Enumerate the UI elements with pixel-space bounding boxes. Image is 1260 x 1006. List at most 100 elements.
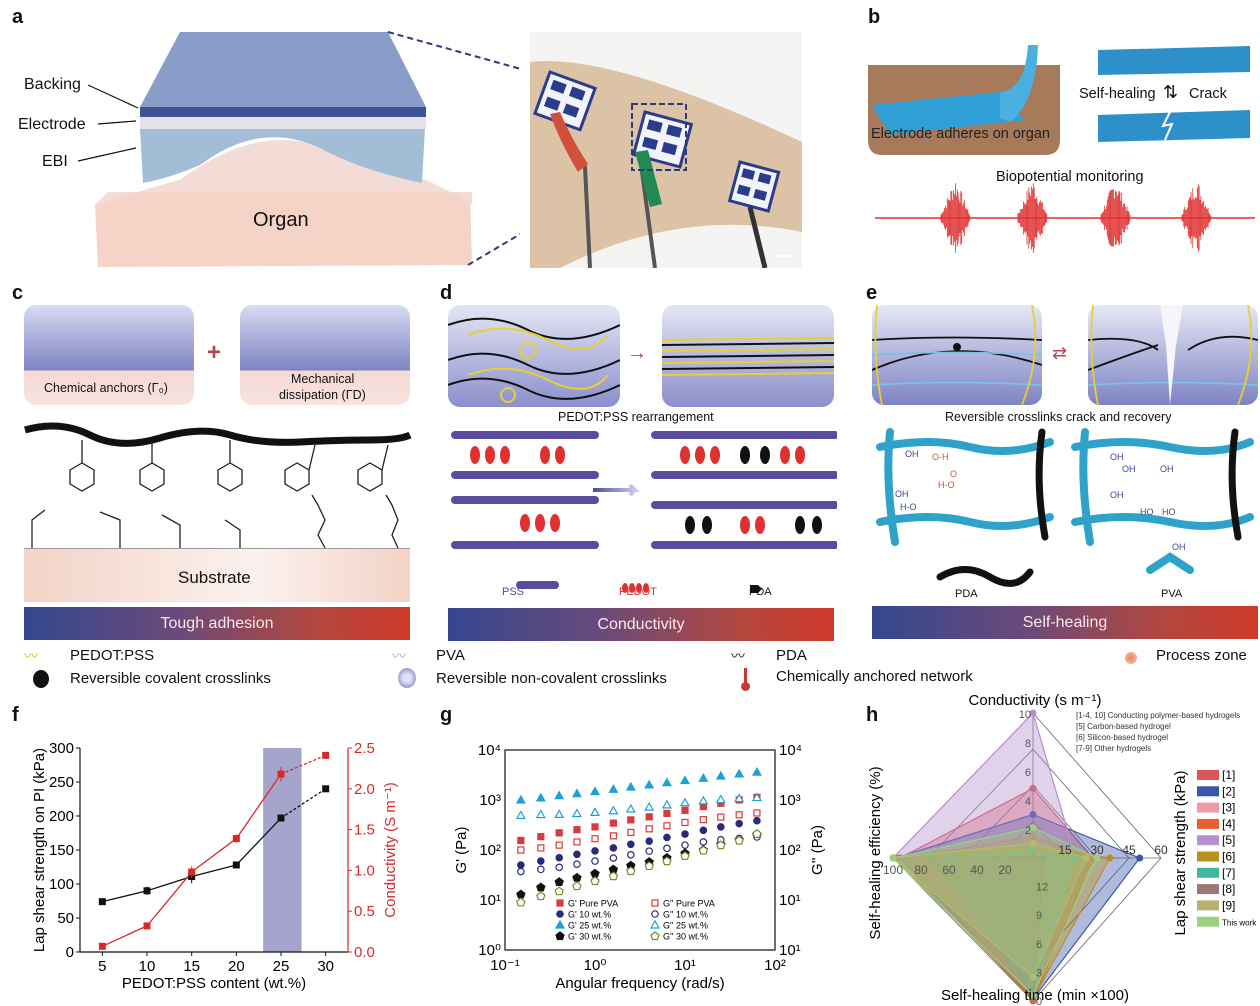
- legend-swatch: [1197, 802, 1219, 813]
- data-point: [277, 814, 285, 822]
- emg-spike: [1102, 212, 1104, 224]
- legend-label: G' Pure PVA: [568, 899, 618, 909]
- emg-spike: [1045, 213, 1047, 223]
- emg-spike: [1034, 198, 1036, 238]
- data-point: [645, 847, 653, 855]
- emg-spike: [964, 199, 965, 237]
- x-tick-label: 25: [273, 958, 290, 975]
- emg-spike: [1188, 198, 1190, 238]
- data-point: [663, 844, 671, 853]
- emg-spike: [1187, 200, 1189, 236]
- data-point: [515, 810, 526, 820]
- emg-spike: [1194, 199, 1195, 237]
- y-tick-label: 100: [49, 876, 74, 893]
- radar-point: [1029, 832, 1037, 840]
- pedot-after-chains: [662, 337, 834, 376]
- emg-spike: [1205, 205, 1206, 231]
- zoom-box: [631, 103, 687, 171]
- data-point: [591, 823, 599, 831]
- data-point: [734, 793, 745, 803]
- data-point: [734, 768, 745, 778]
- emg-spike: [1024, 202, 1026, 234]
- data-point: [232, 861, 240, 869]
- data-point: [609, 819, 617, 827]
- rearrange-arrow-icon: →: [627, 342, 647, 364]
- catechol-chemistry: [24, 422, 412, 549]
- electrode-strip: [872, 92, 1025, 135]
- data-point: [591, 847, 599, 855]
- legend-marker: [555, 931, 565, 941]
- y-tick-label: 10⁴: [478, 742, 501, 759]
- legend-swatch: [1197, 884, 1219, 895]
- series-line: [280, 788, 327, 819]
- series-line: [146, 875, 192, 892]
- data-point: [644, 861, 654, 871]
- svg-text:HO: HO: [1162, 507, 1176, 517]
- emg-spike: [1118, 190, 1120, 246]
- x-tick-label: 30: [317, 958, 334, 975]
- emg-spike: [1192, 188, 1194, 248]
- tough-adhesion-bar: Tough adhesion: [24, 607, 410, 640]
- emg-spike: [1103, 210, 1105, 226]
- legend-chemically-anchored: Chemically anchored network: [776, 668, 973, 685]
- svg-text:O: O: [950, 469, 957, 479]
- y-tick-label: 50: [57, 910, 74, 927]
- emg-spike: [1101, 213, 1103, 223]
- data-point: [537, 833, 545, 841]
- data-point: [753, 816, 761, 825]
- mechanical-label-1: Mechanical: [291, 372, 355, 386]
- data-point: [644, 801, 655, 811]
- y2-tick-label: 10¹: [779, 942, 801, 959]
- radar-point: [1029, 847, 1037, 855]
- pedot-before-chains: [448, 317, 620, 403]
- x-axis-label: Angular frequency (rad/s): [555, 975, 724, 992]
- legend-label: [2]: [1222, 784, 1235, 798]
- backing-arrow: [87, 84, 139, 109]
- data-point: [554, 809, 565, 819]
- emg-spike: [1017, 213, 1019, 223]
- radar-point: [1029, 811, 1037, 818]
- emg-spike: [955, 183, 956, 253]
- crosslinks-caption: Reversible crosslinks crack and recovery: [945, 410, 1172, 424]
- crosslinks-after-network: [1088, 305, 1258, 405]
- legend-process-zone: Process zone: [1156, 647, 1247, 664]
- emg-spike: [1120, 200, 1122, 236]
- data-point: [645, 837, 653, 845]
- highlight-band: [263, 748, 302, 952]
- mechanical-dissipation-box: [240, 305, 410, 405]
- data-point: [572, 872, 582, 882]
- data-point: [681, 830, 689, 838]
- emg-spike: [1043, 209, 1045, 227]
- emg-spike: [948, 200, 950, 236]
- emg-spike: [1196, 197, 1197, 239]
- panel-b-illustration: [868, 45, 1255, 253]
- emg-spike: [1197, 183, 1199, 253]
- emg-spike: [1046, 213, 1048, 223]
- data-point: [143, 922, 151, 930]
- data-point: [681, 806, 689, 814]
- y2-tick-label: 0.5: [354, 903, 375, 920]
- emg-spike: [1205, 208, 1207, 228]
- emg-spike: [1204, 207, 1205, 229]
- data-point: [517, 836, 525, 845]
- series-line: [235, 817, 282, 866]
- radar-tick-label: 0: [1036, 996, 1042, 1006]
- data-point: [661, 799, 672, 809]
- panel-b-label: b: [868, 6, 881, 28]
- y-axis-label: Lap shear strength on PI (kPa): [31, 748, 48, 952]
- data-point: [625, 803, 636, 813]
- y-tick-label: 300: [49, 740, 74, 757]
- x-tick-label: 10⁻¹: [490, 957, 520, 974]
- legend-label: G' 25 wt.%: [568, 921, 611, 931]
- x-tick-label: 10⁰: [584, 957, 607, 974]
- emg-spike: [969, 215, 971, 221]
- emg-spike: [1025, 204, 1027, 232]
- emg-spike: [1106, 206, 1107, 230]
- y2-tick-label: 10⁴: [779, 742, 802, 759]
- data-point: [699, 826, 708, 835]
- emg-spike: [1040, 200, 1041, 236]
- emg-spike: [1187, 207, 1188, 229]
- legend-label: G'' 25 wt.%: [663, 921, 708, 931]
